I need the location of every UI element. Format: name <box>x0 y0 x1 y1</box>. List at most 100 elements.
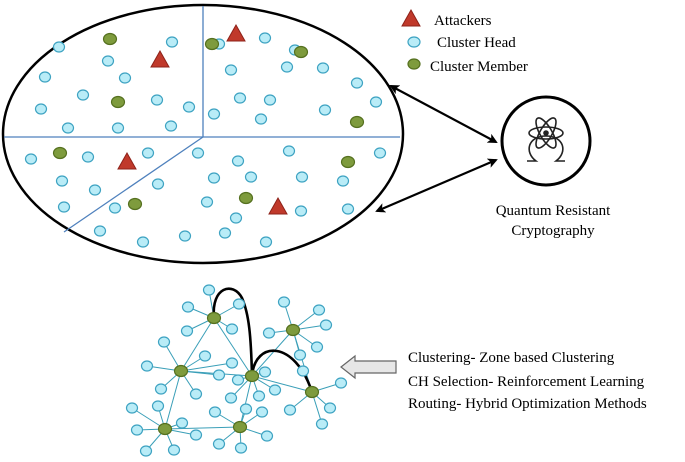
cluster-head-node <box>175 417 189 429</box>
cluster-head-node <box>136 236 150 248</box>
cluster-head-node <box>164 120 178 132</box>
cluster-head-node <box>154 383 168 395</box>
cluster-head-node <box>212 369 226 381</box>
cluster-head-node <box>350 77 364 89</box>
cluster-head-node <box>150 94 164 106</box>
cluster-head-node <box>76 89 90 101</box>
cluster-head-node <box>111 122 125 134</box>
cluster-head-node <box>178 230 192 242</box>
routing-arcs <box>212 287 314 393</box>
atom-orbit-1 <box>528 126 564 140</box>
cluster-head-node <box>207 172 221 184</box>
cluster-head-node <box>258 32 272 44</box>
cluster-head-node <box>212 438 226 450</box>
cluster-head-node <box>334 377 348 389</box>
cluster-head-node <box>293 349 307 361</box>
omega-symbol <box>527 135 565 162</box>
cluster-head-node <box>341 203 355 215</box>
network-edge <box>239 375 253 428</box>
cluster-head-node <box>233 92 247 104</box>
cluster-member-node <box>232 420 248 434</box>
cluster-member-node <box>244 369 260 383</box>
cluster-head-node <box>202 284 216 296</box>
arrow-field-to-crypto-lower <box>375 158 498 213</box>
cluster-head-node <box>81 151 95 163</box>
cluster-member-node <box>173 364 189 378</box>
cluster-head-node <box>57 201 71 213</box>
cluster-head-node <box>239 403 253 415</box>
cluster-head-node <box>88 184 102 196</box>
crypto-label-line2: Cryptography <box>511 223 595 239</box>
cluster-head-node <box>151 178 165 190</box>
legend-cluster-member-icon <box>407 58 421 70</box>
method-routing: Routing- Hybrid Optimization Methods <box>408 396 647 412</box>
network-nodes <box>125 284 348 457</box>
cluster-head-node <box>225 357 239 369</box>
cluster-head-node <box>336 175 350 187</box>
cluster-head-node <box>191 147 205 159</box>
cluster-head-node <box>258 366 272 378</box>
cluster-head-node <box>139 445 153 457</box>
cluster-head-node <box>189 429 203 441</box>
cluster-head-node <box>207 108 221 120</box>
cluster-member-node <box>340 155 356 169</box>
cluster-head-node <box>108 202 122 214</box>
cluster-member-node <box>206 311 222 325</box>
cluster-head-node <box>93 225 107 237</box>
cluster-head-node <box>315 418 329 430</box>
cluster-head-node <box>141 147 155 159</box>
cluster-member-node <box>238 191 254 205</box>
cluster-head-node <box>101 55 115 67</box>
cluster-head-node <box>55 175 69 187</box>
cluster-head-node <box>189 388 203 400</box>
attacker-node <box>226 23 246 42</box>
cluster-member-node <box>293 45 309 59</box>
legend-attacker-icon <box>401 8 421 27</box>
cluster-head-node <box>34 103 48 115</box>
cluster-head-node <box>283 404 297 416</box>
cluster-head-node <box>224 64 238 76</box>
crypto-icon-circle <box>500 95 592 187</box>
atom-nucleus <box>543 130 549 136</box>
network-edge <box>180 362 233 372</box>
cluster-head-node <box>208 406 222 418</box>
cluster-head-node <box>277 296 291 308</box>
routing-arc-1 <box>212 287 254 377</box>
hollow-left-arrow <box>340 354 397 380</box>
cluster-head-node <box>294 205 308 217</box>
cluster-head-node <box>200 196 214 208</box>
routing-arc-2 <box>250 349 314 393</box>
cluster-head-node <box>316 62 330 74</box>
cluster-head-node <box>295 171 309 183</box>
cluster-head-node <box>319 319 333 331</box>
cluster-head-node <box>312 304 326 316</box>
cluster-head-node <box>130 424 144 436</box>
ellipse-nodes <box>24 23 387 248</box>
cluster-head-node <box>373 147 387 159</box>
cluster-head-node <box>151 400 165 412</box>
cluster-head-node <box>38 71 52 83</box>
cluster-head-node <box>268 384 282 396</box>
cluster-head-node <box>61 122 75 134</box>
cluster-head-node <box>157 336 171 348</box>
cluster-head-node <box>165 36 179 48</box>
cluster-head-node <box>252 390 266 402</box>
crypto-label-line1: Quantum Resistant <box>496 203 611 219</box>
cluster-head-node <box>255 406 269 418</box>
cluster-head-node <box>125 402 139 414</box>
cluster-member-node <box>52 146 68 160</box>
cluster-head-node <box>118 72 132 84</box>
network-edge <box>180 317 215 372</box>
legend-attackers-label: Attackers <box>434 13 492 29</box>
arrow-field-to-crypto-upper <box>389 85 498 143</box>
cluster-member-node <box>304 385 320 399</box>
attacker-node <box>117 151 137 170</box>
cluster-head-node <box>182 101 196 113</box>
legend: Attackers Cluster Head Cluster Member <box>401 8 528 75</box>
network-edge <box>251 329 294 377</box>
cluster-member-node <box>127 197 143 211</box>
cluster-head-node <box>244 171 258 183</box>
cluster-head-node <box>254 113 268 125</box>
cluster-head-node <box>180 325 194 337</box>
